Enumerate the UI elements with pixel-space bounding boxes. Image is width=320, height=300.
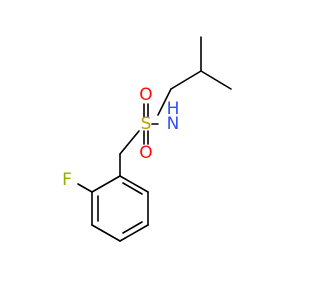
- atom-hydrogen-on-n: H: [167, 99, 180, 119]
- ring-bond-6: [91, 175, 121, 193]
- ring-bond-4: [91, 224, 121, 242]
- molecule-structure-drawing: O S O N H F: [62, 36, 232, 242]
- bond-ch-ch2: [170, 70, 202, 90]
- bond-s-ch2: [119, 130, 140, 155]
- bond-ch2-n: [157, 88, 172, 116]
- ring-inner-double-1: [122, 182, 143, 195]
- atom-fluorine: F: [62, 170, 72, 190]
- atom-nitrogen: N: [167, 114, 180, 134]
- ring-inner-double-2: [122, 221, 143, 234]
- atom-oxygen-top: O: [139, 85, 152, 105]
- bond-c-f: [77, 183, 93, 193]
- ring-bond-3: [119, 224, 149, 242]
- atom-oxygen-bottom: O: [139, 143, 152, 163]
- bond-methyl-right: [200, 70, 232, 90]
- ring-bond-1: [119, 175, 149, 193]
- atom-sulfur: S: [141, 114, 152, 134]
